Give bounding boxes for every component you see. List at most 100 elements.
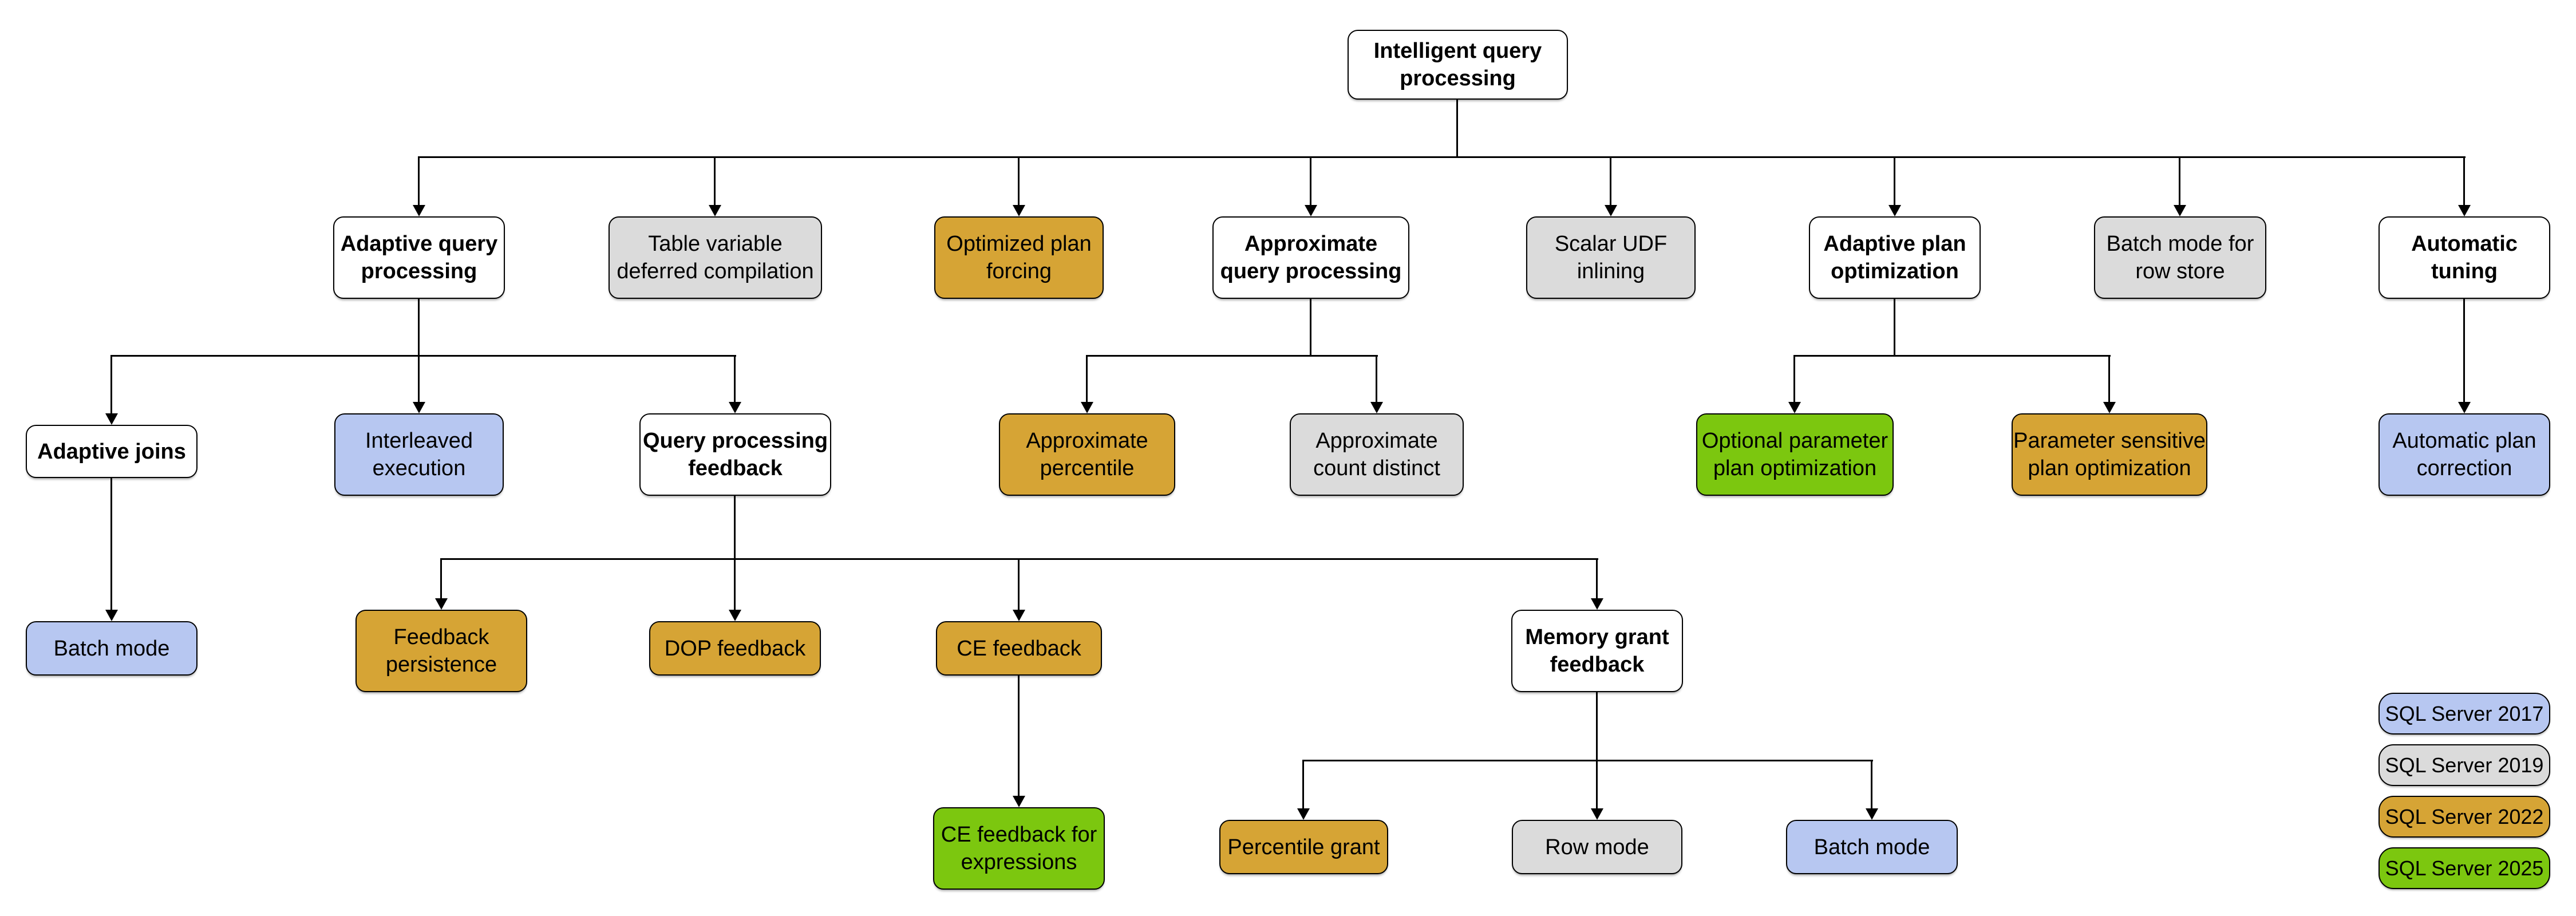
arrowhead-icon	[1081, 402, 1093, 413]
connector-drop	[1018, 156, 1020, 206]
arrowhead-icon	[709, 205, 721, 216]
node-label: Interleaved execution	[365, 429, 473, 480]
arrowhead-icon	[1888, 205, 1901, 216]
node-label: Batch mode	[53, 636, 170, 661]
connector-drop	[418, 355, 420, 403]
connector-drop	[1596, 558, 1598, 599]
node-label: Approximate count distinct	[1313, 429, 1440, 480]
legend-sql-server-2019: SQL Server 2019	[2379, 744, 2550, 786]
connector-drop	[734, 558, 736, 611]
node-interleaved-execution: Interleaved execution	[334, 413, 504, 496]
node-approximate-query-processing: Approximate query processing	[1212, 216, 1409, 299]
node-label: Percentile grant	[1227, 835, 1380, 859]
node-label: Table variable deferred compilation	[617, 232, 814, 283]
node-label: Memory grant feedback	[1525, 625, 1669, 677]
connector-drop	[734, 355, 736, 403]
node-label: Query processing feedback	[642, 429, 828, 480]
arrowhead-icon	[1013, 205, 1025, 216]
legend-sql-server-2017: SQL Server 2017	[2379, 693, 2550, 735]
connector-drop	[2463, 156, 2465, 206]
node-label: Row mode	[1545, 835, 1649, 859]
node-batch-mode-adaptive-joins: Batch mode	[26, 621, 197, 676]
arrowhead-icon	[2458, 402, 2471, 413]
arrowhead-icon	[435, 598, 448, 610]
node-memory-grant-feedback: Memory grant feedback	[1511, 610, 1683, 692]
connector-drop	[1310, 156, 1311, 206]
arrowhead-icon	[1591, 598, 1603, 610]
connector-aqp-bus	[110, 355, 736, 357]
node-dop-feedback: DOP feedback	[649, 621, 821, 676]
node-label: Adaptive plan optimization	[1823, 232, 1966, 283]
connector-drop	[440, 558, 442, 599]
connector-drop	[2179, 156, 2180, 206]
legend-label: SQL Server 2019	[2385, 753, 2544, 777]
node-label: Batch mode	[1814, 835, 1930, 859]
connector-drop	[1302, 760, 1304, 810]
arrowhead-icon	[1591, 808, 1603, 820]
connector-drop	[714, 156, 716, 206]
legend-sql-server-2022: SQL Server 2022	[2379, 796, 2550, 838]
legend-label: SQL Server 2025	[2385, 856, 2544, 880]
connector-drop	[2108, 355, 2110, 403]
node-label: Adaptive joins	[37, 439, 186, 464]
arrowhead-icon	[105, 610, 118, 621]
arrowhead-icon	[2458, 205, 2471, 216]
node-label: Automatic tuning	[2411, 232, 2518, 283]
node-intelligent-query-processing: Intelligent query processing	[1348, 30, 1568, 100]
arrowhead-icon	[1013, 610, 1025, 621]
node-batch-mode-memory-grant: Batch mode	[1786, 820, 1958, 874]
node-label: Optimized plan forcing	[946, 232, 1092, 283]
arrowhead-icon	[1305, 205, 1317, 216]
connector-drop	[1793, 355, 1795, 403]
node-label: Optional parameter plan optimization	[1701, 429, 1888, 480]
node-row-mode: Row mode	[1512, 820, 1682, 874]
connector-aqproc-stem	[1310, 299, 1311, 355]
connector-level1-bus	[418, 156, 2466, 158]
arrowhead-icon	[1788, 402, 1801, 413]
node-label: Intelligent query processing	[1373, 39, 1542, 90]
node-label: Scalar UDF inlining	[1554, 232, 1668, 283]
arrowhead-icon	[1297, 808, 1310, 820]
node-label: Approximate query processing	[1220, 232, 1402, 283]
arrowhead-icon	[1605, 205, 1617, 216]
connector-mgf-bus	[1302, 760, 1873, 761]
arrowhead-icon	[729, 610, 741, 621]
node-percentile-grant: Percentile grant	[1219, 820, 1388, 874]
arrowhead-icon	[1013, 796, 1025, 807]
connector-qpf-stem	[734, 496, 736, 558]
arrowhead-icon	[413, 402, 425, 413]
connector-drop	[1596, 760, 1598, 810]
arrowhead-icon	[2174, 205, 2186, 216]
connector-root-stem	[1456, 100, 1458, 156]
legend-sql-server-2025: SQL Server 2025	[2379, 847, 2550, 889]
node-parameter-sensitive-plan-optimization: Parameter sensitive plan optimization	[2012, 413, 2207, 496]
node-label: Feedback persistence	[385, 625, 497, 677]
node-approximate-percentile: Approximate percentile	[999, 413, 1175, 496]
node-query-processing-feedback: Query processing feedback	[639, 413, 831, 496]
node-optimized-plan-forcing: Optimized plan forcing	[934, 216, 1104, 299]
connector-drop	[1086, 355, 1088, 403]
arrowhead-icon	[1370, 402, 1383, 413]
connector-drop	[1871, 760, 1872, 810]
connector-aj-drop	[110, 478, 112, 611]
connector-drop	[1376, 355, 1377, 403]
node-label: Approximate percentile	[1026, 429, 1148, 480]
connector-mgf-stem	[1596, 692, 1598, 760]
node-label: CE feedback for expressions	[941, 823, 1097, 874]
connector-apo-stem	[1894, 299, 1895, 355]
legend-label: SQL Server 2022	[2385, 804, 2544, 828]
node-label: Parameter sensitive plan optimization	[2013, 429, 2206, 480]
arrowhead-icon	[105, 413, 118, 425]
connector-aqproc-bus	[1086, 355, 1378, 357]
node-batch-mode-for-row-store: Batch mode for row store	[2094, 216, 2266, 299]
node-table-variable-deferred-compilation: Table variable deferred compilation	[609, 216, 822, 299]
node-adaptive-query-processing: Adaptive query processing	[333, 216, 505, 299]
connector-drop	[1018, 558, 1020, 611]
node-ce-feedback: CE feedback	[936, 621, 1102, 676]
arrowhead-icon	[413, 205, 425, 216]
connector-drop	[110, 355, 112, 414]
connector-drop	[1610, 156, 1611, 206]
connector-drop	[418, 156, 420, 206]
node-label: Batch mode for row store	[2106, 232, 2254, 283]
